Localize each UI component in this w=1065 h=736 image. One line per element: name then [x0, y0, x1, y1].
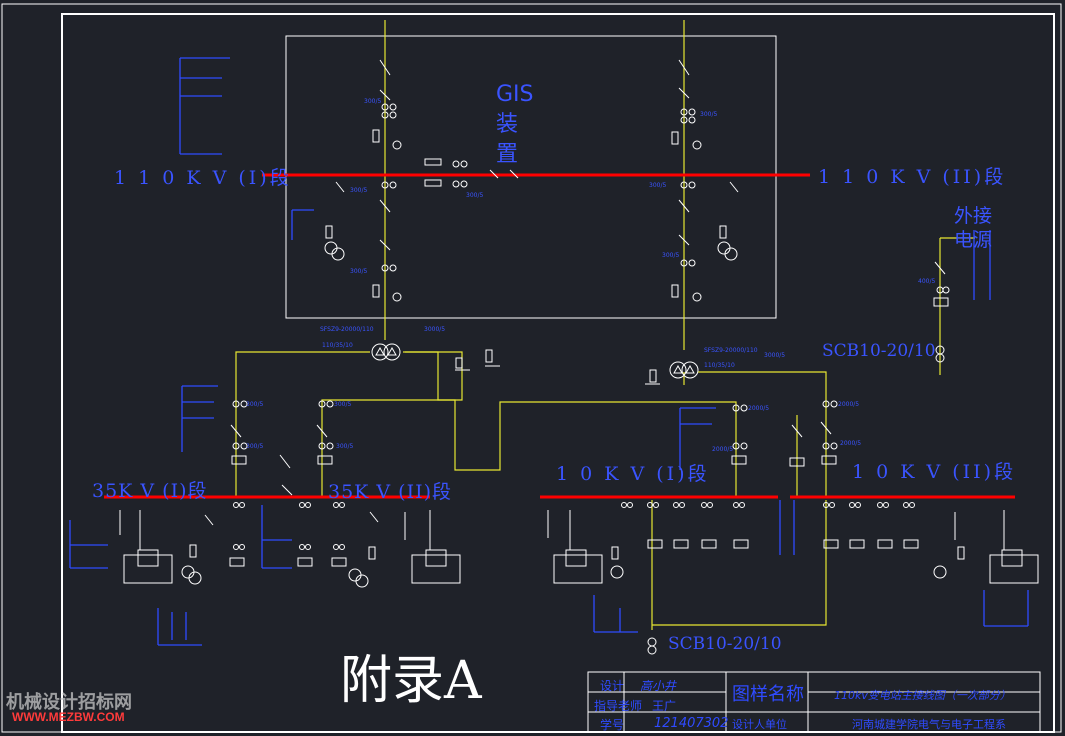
ct-label-10-1: 2000/5: [748, 405, 770, 412]
ct-label-gis-5: 300/5: [350, 268, 368, 275]
gis-box: [285, 35, 777, 319]
bus-35kv-1-label: 35K V (I)段: [92, 480, 208, 502]
tb-drawing-name: 110kv变电站主接线图（一次部分）: [834, 689, 1011, 702]
title-block: [587, 671, 1041, 733]
ct-label-coupler: 300/5: [466, 192, 484, 199]
bus-10kv-2-label: 1 0 K V (II)段: [852, 461, 1017, 483]
ct-label-tr1: 3000/5: [424, 326, 446, 333]
tb-advisor-label: 指导老师: [594, 699, 643, 713]
feeder-lines: [235, 20, 975, 630]
ct-label-35-3: 300/5: [246, 443, 264, 450]
ct-label-gis-1: 300/5: [364, 98, 382, 105]
tb-drawing-name-label: 图样名称: [732, 684, 804, 705]
tb-design-label: 设计: [600, 679, 625, 693]
watermark-cn: 机械设计招标网: [6, 692, 132, 712]
bus-10kv-1-label: 1 0 K V (I)段: [556, 463, 710, 485]
bus-110kv-1-label: 1 1 0 K V (I)段: [114, 167, 292, 189]
ct-label-gis-6: 300/5: [662, 252, 680, 259]
ct-label-gis-4: 300/5: [649, 182, 667, 189]
tb-unit-label: 设计人单位: [732, 718, 787, 731]
ct-label-gis-2: 300/5: [700, 111, 718, 118]
ext-power-label: 外接 电源: [954, 205, 993, 251]
tb-unit: 河南城建学院电气与电子工程系: [852, 718, 1006, 731]
10kv-feeder-cts: [621, 502, 919, 549]
tb-student-no-label: 学号: [600, 718, 625, 732]
ct-label-ext: 400/5: [918, 278, 936, 285]
tr2-ratio-label: 110/35/10: [704, 362, 735, 369]
ct-label-35-2: 300/5: [334, 401, 352, 408]
ct-label-35-1: 300/5: [246, 401, 264, 408]
inner-frame: [61, 13, 1055, 733]
ct-label-10-4: 2000/5: [840, 440, 862, 447]
ct-label-gis-3: 300/5: [350, 187, 368, 194]
bus-110kv-2-label: 1 1 0 K V (II)段: [818, 166, 1007, 188]
appendix-label: 附录A: [340, 651, 482, 711]
ct-label-tr2: 3000/5: [764, 352, 786, 359]
watermark-url: WWW.MEZBW.COM: [12, 710, 125, 724]
tb-student-no: 121407302: [654, 716, 729, 731]
tb-designer: 高小井: [640, 679, 677, 693]
tr2-model-label: SFSZ9-20000/110: [704, 347, 758, 354]
bracket-marks: [69, 57, 1029, 646]
switchgear-symbols: [119, 59, 1039, 655]
tr1-ratio-label: 110/35/10: [322, 342, 353, 349]
tb-advisor: 王广: [652, 699, 677, 713]
scb-bottom-label: SCB10-20/10: [668, 634, 782, 654]
gis-label: GIS 装 置: [496, 82, 534, 167]
ct-label-10-2: 2000/5: [838, 401, 860, 408]
ct-label-35-4: 300/5: [336, 443, 354, 450]
scb-right-label: SCB10-20/10: [822, 341, 936, 361]
ct-label-10-3: 2000/5: [712, 446, 734, 453]
bus-35kv-2-label: 35K V (II)段: [328, 481, 453, 503]
tr1-model-label: SFSZ9-20000/110: [320, 326, 374, 333]
busbars: [104, 173, 1015, 499]
